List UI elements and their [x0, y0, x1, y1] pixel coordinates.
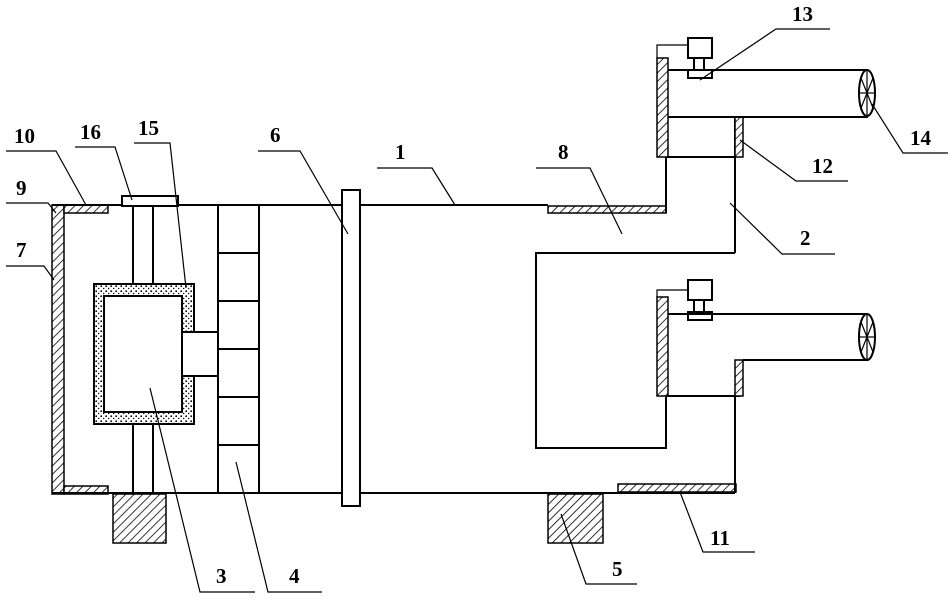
motor-coupling	[182, 332, 218, 376]
lower-clamp-block	[688, 280, 712, 300]
upper-sleeve	[735, 117, 743, 157]
top-left-seal	[64, 205, 108, 213]
upper-clamp-block	[688, 38, 712, 58]
top-right-seal	[548, 206, 666, 213]
label-6: 6	[270, 123, 281, 147]
support-foot-right	[548, 494, 603, 543]
label-15: 15	[138, 116, 159, 140]
lower-outlet-assembly	[657, 280, 875, 396]
branch-housing	[536, 117, 740, 493]
support-foot-left	[113, 494, 166, 543]
label-8: 8	[558, 140, 569, 164]
motor-body	[104, 296, 182, 412]
lower-sleeve	[735, 360, 743, 396]
label-10: 10	[14, 124, 35, 148]
filter-stack	[218, 205, 259, 493]
label-16: 16	[80, 120, 101, 144]
label-7: 7	[16, 238, 27, 262]
label-1: 1	[395, 140, 406, 164]
label-12: 12	[812, 154, 833, 178]
lower-outlet-wall	[657, 297, 668, 396]
label-3: 3	[216, 564, 227, 588]
top-cap	[122, 196, 178, 206]
label-9: 9	[16, 176, 27, 200]
upper-outlet-assembly	[657, 38, 875, 157]
upper-clamp-screw	[694, 58, 704, 70]
label-11: 11	[710, 526, 730, 550]
label-14: 14	[910, 126, 932, 150]
lower-clamp-screw	[694, 300, 704, 312]
bottom-right-seal	[618, 484, 736, 492]
label-2: 2	[800, 226, 811, 250]
left-end-cap	[52, 205, 64, 494]
label-4: 4	[289, 564, 300, 588]
label-5: 5	[612, 557, 623, 581]
label-13: 13	[792, 2, 813, 26]
upper-outlet-wall	[657, 58, 668, 157]
flange-plate	[342, 190, 360, 506]
